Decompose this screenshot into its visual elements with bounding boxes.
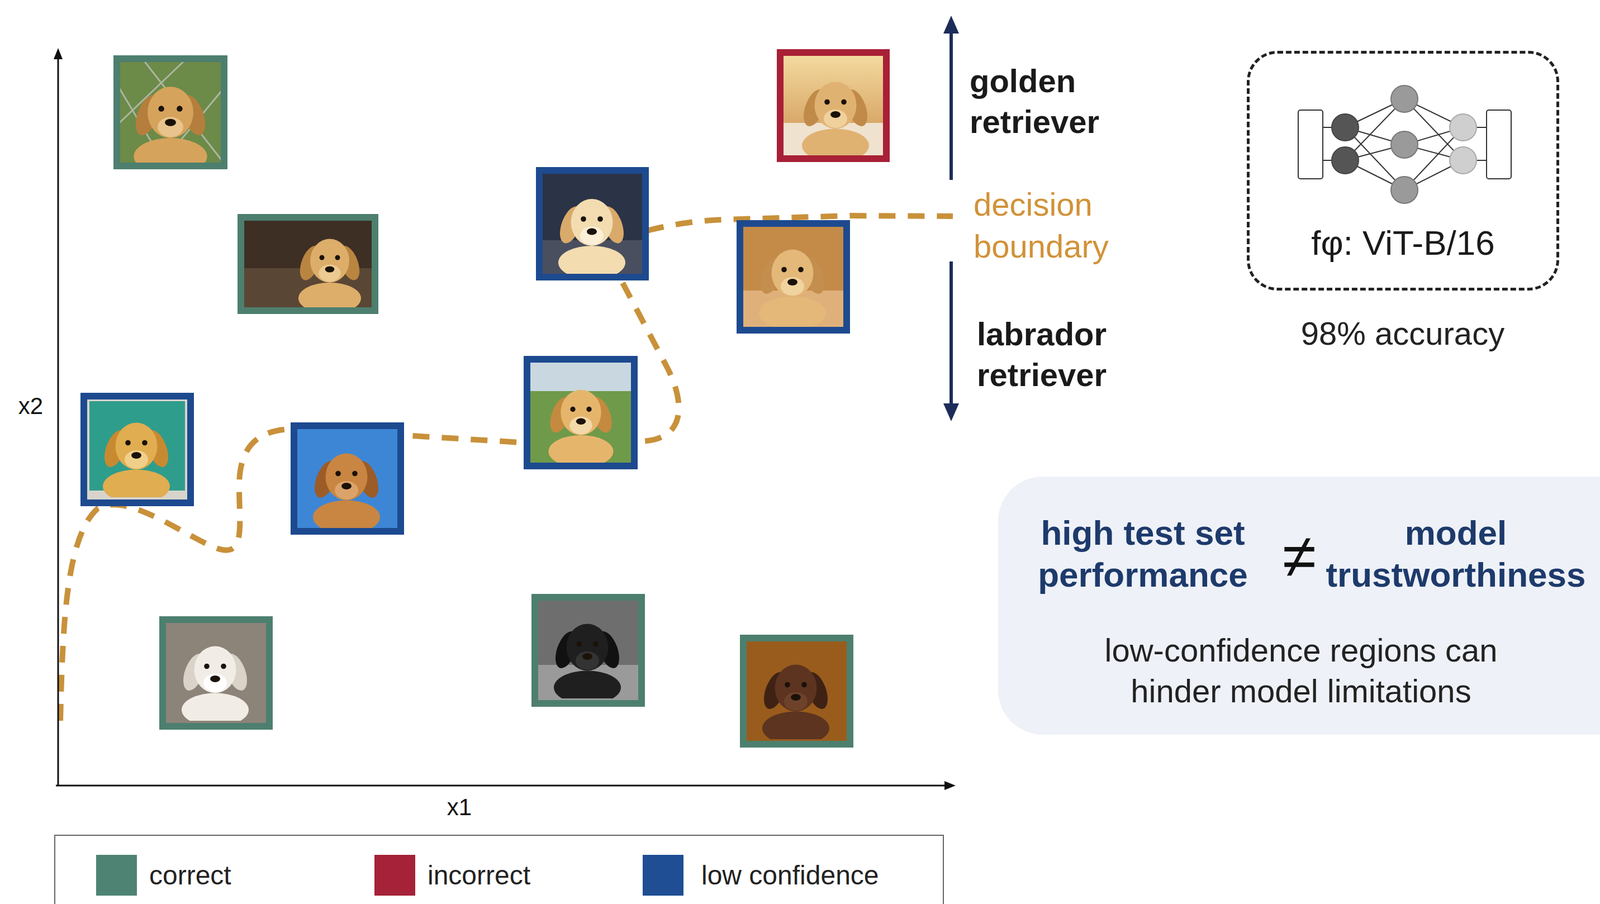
model-box: fφ: ViT-B/16 — [1246, 50, 1560, 291]
dog-photo — [237, 214, 379, 315]
accuracy-label: 98% accuracy — [1235, 314, 1571, 354]
dog-photo — [776, 49, 890, 163]
not-equal-sign: ≠ — [1265, 522, 1333, 590]
dog-photo — [739, 634, 854, 748]
dog-photo — [290, 422, 405, 535]
panel-note: low-confidence regions can hinder model … — [1066, 629, 1536, 712]
dog-photo — [80, 392, 194, 507]
dog-photo — [113, 55, 228, 175]
boundary-label: decision boundary — [973, 183, 1158, 268]
class-arrow — [943, 15, 959, 422]
class-label: labrador retriever — [976, 313, 1179, 396]
message-panel: high test set performance≠model trustwor… — [998, 476, 1600, 735]
axes — [53, 48, 956, 791]
dog-photo — [736, 220, 851, 334]
legend-swatch — [96, 855, 137, 896]
panel-heading: high test set performance — [1019, 511, 1266, 596]
class-label: golden retriever — [969, 60, 1171, 142]
dog-photo — [523, 355, 638, 470]
legend-text: incorrect — [427, 859, 531, 892]
model-name: fφ: ViT-B/16 — [1249, 222, 1557, 264]
axis-label: x1 — [437, 793, 482, 822]
legend-swatch — [642, 855, 684, 896]
axis-label: x2 — [8, 392, 54, 421]
legend-box: correct incorrect low confidence — [54, 834, 944, 904]
dog-photo — [159, 616, 273, 730]
panel-heading: model trustworthiness — [1316, 511, 1596, 596]
dog-photo — [531, 594, 645, 707]
legend-text: low confidence — [701, 859, 880, 892]
legend-swatch — [374, 855, 416, 896]
legend-text: correct — [149, 859, 232, 892]
dog-photo — [535, 167, 649, 281]
network-icon — [1298, 85, 1512, 204]
